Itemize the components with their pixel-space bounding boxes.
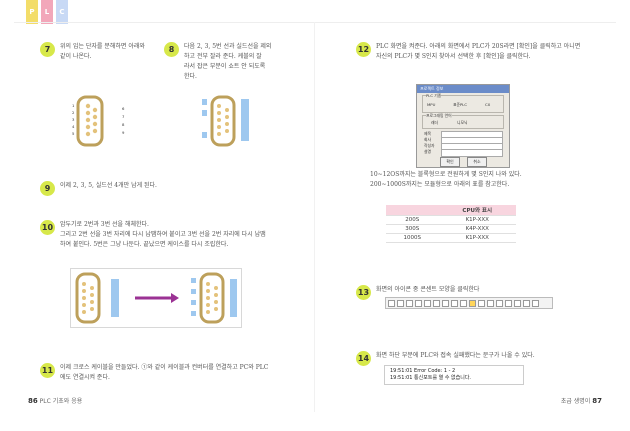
- project-dialog: 프로젝트 정보 PLC 기종 MPU 표준PLC CX 프로그래밍 언어 래더 …: [416, 84, 510, 168]
- help-icon[interactable]: [532, 299, 539, 307]
- table-header: [386, 205, 439, 216]
- step-number: 9: [40, 181, 55, 196]
- step-11: 11 이제 크로스 케이블을 만들었다. ①와 같이 케이블과 컨버터를 연결하…: [40, 363, 268, 383]
- cut-connector-diagram: [200, 90, 260, 150]
- log-line: 19:51:01 통신포트를 열 수 없습니다.: [390, 375, 472, 381]
- step-number: 11: [40, 363, 55, 378]
- tab-c: C: [56, 0, 68, 24]
- step-9: 9 이제 2, 3, 5, 실드선 4개만 남게 된다.: [40, 181, 157, 196]
- step-10: 10 암두기로 2번과 3번 선을 해체한다. 그리고 2번 선을 3번 자리에…: [40, 220, 266, 250]
- save-icon[interactable]: [406, 299, 413, 307]
- step-7: 7 위의 입는 단자를 분해하면 아래와 같이 나온다.: [40, 42, 145, 62]
- step-12: 12 PLC 화면을 켜준다. 아래의 화면에서 PLC가 20S라면 [확인]…: [356, 42, 580, 62]
- footer-right: 초급 생명이 87: [561, 396, 602, 405]
- new-icon[interactable]: [388, 299, 395, 307]
- tab-p: P: [26, 0, 38, 24]
- language-group: 프로그래밍 언어 래더 니모닉: [422, 113, 504, 129]
- step-number: 10: [40, 220, 55, 235]
- step-number: 13: [356, 285, 371, 300]
- software-toolbar: [385, 297, 553, 309]
- step-14: 14 화면 하단 부분에 PLC와 접속 실패했다는 문구가 나올 수 있다.: [356, 351, 535, 366]
- search-icon[interactable]: [451, 299, 458, 307]
- error-log: 19:51:01 Error Code: 1 - 2 19:51:01 통신포트…: [384, 365, 524, 385]
- description-field[interactable]: [441, 149, 503, 157]
- print-icon[interactable]: [415, 299, 422, 307]
- step-text: 화면의 아이콘 중 콘센트 모양을 클릭한다: [376, 286, 480, 293]
- step-number: 7: [40, 42, 55, 57]
- radio-standard-plc[interactable]: 표준PLC: [453, 102, 468, 107]
- run-icon[interactable]: [487, 299, 494, 307]
- step-12-note: 10~12OS까지는 블록형으로 전원하게 몇 S인지 나와 있다. 200~1…: [370, 171, 522, 188]
- dialog-title: 프로젝트 정보: [417, 85, 509, 93]
- page-number-left: 86: [28, 397, 38, 405]
- tab-l: L: [41, 0, 53, 24]
- section-right: 초급 생명이: [560, 398, 591, 405]
- stop-icon[interactable]: [496, 299, 503, 307]
- cancel-button[interactable]: 취소: [467, 157, 487, 167]
- step-text: PLC 화면을 켜준다. 아래의 화면에서 PLC가 20S라면 [확인]을 클…: [376, 43, 581, 60]
- monitor-icon[interactable]: [478, 299, 485, 307]
- settings-icon[interactable]: [523, 299, 530, 307]
- page-spine: [314, 22, 315, 412]
- step-text: 이제 크로스 케이블을 만들었다. ①와 같이 케이블과 컨버터를 연결하고 P…: [60, 364, 269, 381]
- radio-ladder[interactable]: 래더: [431, 120, 438, 125]
- ok-button[interactable]: 확인: [440, 157, 460, 167]
- log-line: 19:51:01 Error Code: 1 - 2: [390, 368, 456, 374]
- paste-icon[interactable]: [442, 299, 449, 307]
- header-divider: [14, 22, 616, 23]
- copy-icon[interactable]: [433, 299, 440, 307]
- radio-cx[interactable]: CX: [485, 102, 491, 107]
- step-13: 13 화면의 아이콘 중 콘센트 모양을 클릭한다: [356, 285, 479, 300]
- step-text: 화면 하단 부분에 PLC와 접속 실패했다는 문구가 나올 수 있다.: [376, 352, 535, 359]
- open-icon[interactable]: [397, 299, 404, 307]
- chapter-tabs: P L C: [26, 0, 68, 24]
- step-text: 암두기로 2번과 3번 선을 해체한다. 그리고 2번 선을 3번 자리에 다시…: [60, 221, 266, 248]
- step-number: 12: [356, 42, 371, 57]
- footer-left: 86 PLC 기초와 응용: [28, 396, 82, 405]
- cut-icon[interactable]: [424, 299, 431, 307]
- page-number-right: 87: [592, 397, 602, 405]
- step-text: 다음 2, 3, 5번 선과 실드선을 제외 하고 전부 잘라 준다. 케블의 …: [184, 43, 272, 80]
- connect-icon[interactable]: [469, 299, 476, 307]
- zoom-icon[interactable]: [460, 299, 467, 307]
- upload-icon[interactable]: [505, 299, 512, 307]
- step-number: 8: [164, 42, 179, 57]
- section-left: PLC 기초와 응용: [39, 398, 83, 405]
- download-icon[interactable]: [514, 299, 521, 307]
- table-header: CPU와 표시: [438, 205, 516, 216]
- radio-mpu[interactable]: MPU: [427, 102, 436, 107]
- step-text: 위의 입는 단자를 분해하면 아래와 같이 나온다.: [60, 43, 145, 60]
- step-number: 14: [356, 351, 371, 366]
- radio-mnemonic[interactable]: 니모닉: [457, 120, 468, 125]
- cross-wiring-diagram: [70, 268, 242, 328]
- step-8: 8 다음 2, 3, 5번 선과 실드선을 제외 하고 전부 잘라 준다. 케블…: [164, 42, 271, 82]
- step-text: 이제 2, 3, 5, 실드선 4개만 남게 된다.: [60, 182, 157, 189]
- plc-type-group: PLC 기종 MPU 표준PLC CX: [422, 93, 504, 113]
